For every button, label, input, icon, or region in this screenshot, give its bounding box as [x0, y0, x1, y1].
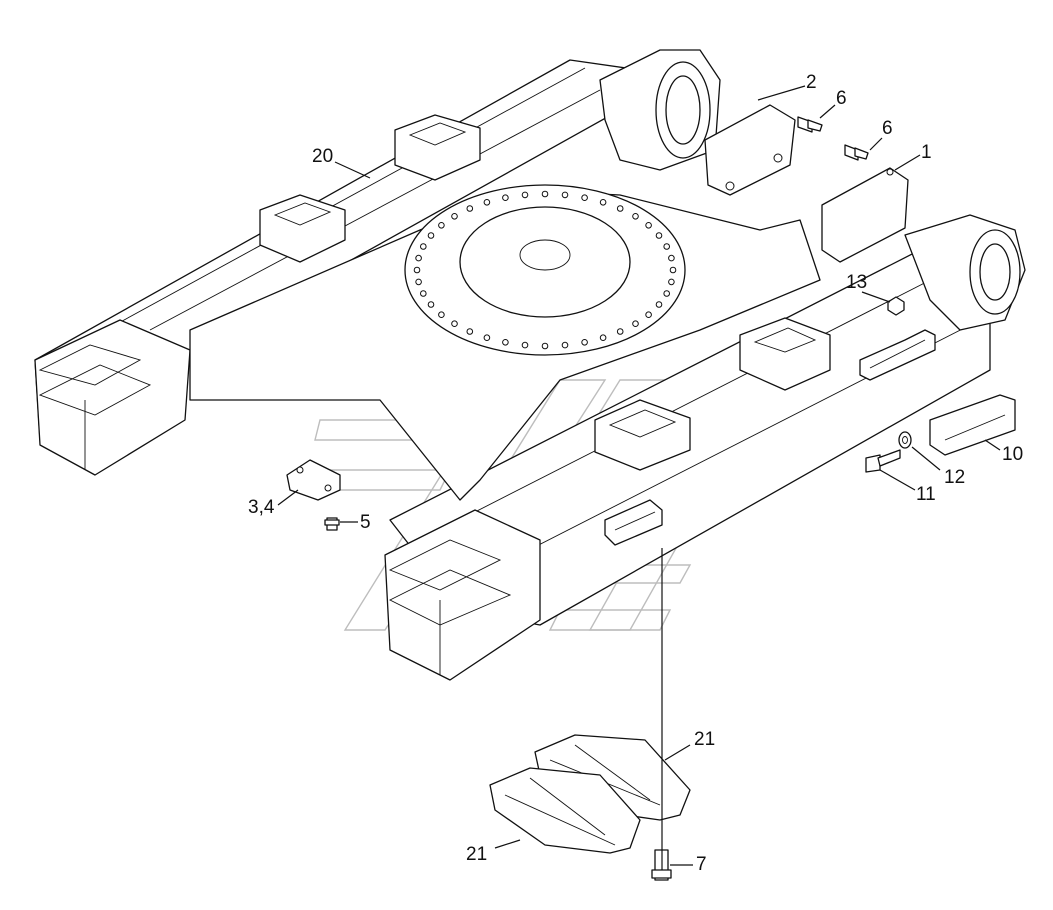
bolt-hole	[483, 199, 491, 206]
bolt-hole	[420, 290, 427, 297]
callout-2: 2	[806, 72, 817, 93]
callout-6-upper: 6	[836, 88, 847, 109]
bolt-hole	[427, 232, 435, 239]
bolt-hole	[521, 191, 529, 199]
bolt-hole	[655, 301, 663, 308]
callout-10: 10	[1002, 444, 1023, 465]
bolt-hole	[541, 342, 549, 350]
bolt-hole	[616, 205, 624, 212]
bolt-hole	[420, 243, 427, 250]
callout-21-lower: 21	[466, 844, 487, 865]
callout-13: 13	[846, 272, 867, 293]
bolt-hole	[451, 213, 458, 220]
bolt-hole	[502, 194, 509, 201]
track-guides	[259, 114, 831, 471]
callout-3-4: 3,4	[248, 497, 275, 518]
bolt-hole	[632, 320, 639, 328]
leader-lines	[277, 85, 1001, 870]
bolt-hole	[466, 328, 474, 335]
bolt-hole	[521, 341, 529, 349]
bolt-hole	[438, 222, 445, 229]
cover-plates	[286, 104, 909, 501]
callout-7: 7	[696, 854, 707, 875]
callout-5: 5	[360, 512, 371, 533]
callout-labels: 2 6 6 1 20 13 10 12 11 3,4 5 21 21 7	[248, 72, 1023, 875]
callout-20: 20	[312, 146, 333, 167]
bolt-hole	[599, 199, 607, 206]
bolt-hole	[632, 213, 639, 220]
bolt-hole	[466, 205, 474, 212]
bolt-hole	[413, 266, 421, 274]
bolt-hole	[438, 311, 445, 319]
callout-11: 11	[916, 484, 936, 505]
pad-plates	[489, 734, 691, 854]
callout-1: 1	[921, 142, 932, 163]
bolt-hole	[581, 339, 588, 346]
bolt-hole	[663, 243, 671, 250]
bolt-hole	[616, 328, 624, 335]
bolt-hole	[561, 341, 569, 349]
bolt-hole	[669, 266, 677, 274]
bolt-hole	[599, 334, 607, 342]
bolt-hole	[427, 301, 435, 308]
bolt-hole	[415, 278, 422, 286]
bolt-hole	[645, 311, 652, 319]
bolt-hole	[561, 191, 569, 199]
callout-6-lower: 6	[882, 118, 893, 139]
bolt-hole	[581, 194, 588, 201]
bolt-hole	[483, 334, 491, 342]
callout-12: 12	[944, 467, 965, 488]
bolt-hole	[668, 278, 675, 286]
callout-21-upper: 21	[694, 729, 715, 750]
bolt-hole	[645, 222, 652, 229]
bolt-hole	[502, 339, 509, 346]
bolt-hole	[415, 254, 422, 262]
turntable-bolt-holes	[413, 190, 677, 350]
bolt-hole	[663, 290, 671, 297]
bolt-hole	[541, 190, 549, 198]
bolt-hole	[655, 232, 663, 239]
bolt-hole	[451, 320, 458, 328]
bolt-hole	[668, 254, 675, 262]
